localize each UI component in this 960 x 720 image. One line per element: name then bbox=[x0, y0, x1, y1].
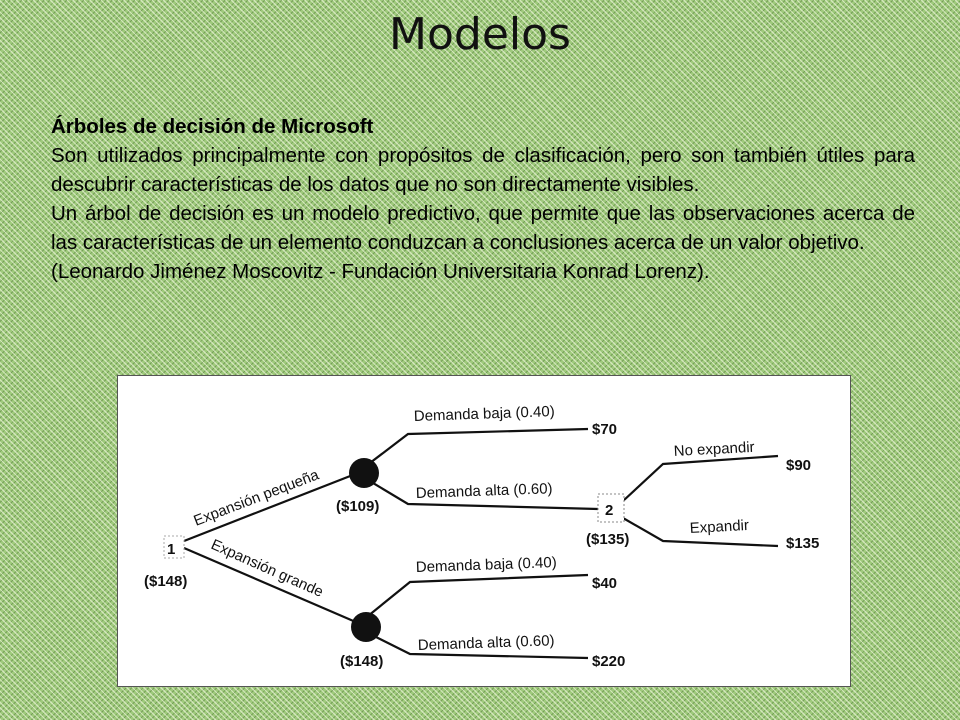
edge-root-small bbox=[183, 469, 364, 543]
edge-small-low bbox=[365, 427, 589, 467]
branch-label-large-expansion: Expansión grande bbox=[208, 536, 325, 601]
payoff-small-low: $70 bbox=[592, 421, 617, 438]
edge-no-expand bbox=[622, 454, 779, 502]
paragraph-citation: (Leonardo Jiménez Moscovitz - Fundación … bbox=[51, 260, 710, 283]
branch-label-large-low: Demanda baja (0.40) bbox=[416, 554, 557, 576]
chance-node-large bbox=[351, 612, 381, 642]
edge-root-large bbox=[183, 546, 366, 628]
branch-label-no-expand: No expandir bbox=[673, 439, 755, 460]
branch-label-small-high: Demanda alta (0.60) bbox=[416, 480, 553, 502]
small-node-value: ($109) bbox=[336, 498, 379, 515]
payoff-large-high: $220 bbox=[592, 653, 625, 670]
subheading: Árboles de decisión de Microsoft bbox=[51, 115, 374, 138]
decision-node-1-box bbox=[163, 535, 185, 559]
payoff-large-low: $40 bbox=[592, 575, 617, 592]
large-node-value: ($148) bbox=[340, 653, 383, 670]
decision-node-2-label: 2 bbox=[605, 502, 613, 519]
slide-title: Modelos bbox=[389, 9, 571, 60]
edge-small-high bbox=[367, 479, 599, 511]
edge-large-high bbox=[369, 633, 589, 660]
payoff-expand: $135 bbox=[786, 535, 819, 552]
decision-tree-diagram: 1 ($148) ($109) ($148) 2 ($135) Expansió… bbox=[117, 375, 851, 687]
edge-large-low bbox=[367, 573, 589, 617]
branch-label-expand: Expandir bbox=[689, 517, 749, 537]
branch-label-small-low: Demanda baja (0.40) bbox=[414, 403, 555, 425]
body-text: Árboles de decisión de Microsoft Son uti… bbox=[51, 112, 915, 286]
payoff-no-expand: $90 bbox=[786, 457, 811, 474]
decision-node-2-box bbox=[597, 493, 625, 523]
decision-node-2-value: ($135) bbox=[586, 531, 629, 548]
root-node-value: ($148) bbox=[144, 573, 187, 590]
chance-node-small bbox=[349, 458, 379, 488]
paragraph-definition: Son utilizados principalmente con propós… bbox=[51, 144, 915, 196]
edge-expand bbox=[622, 517, 779, 548]
branch-label-large-high: Demanda alta (0.60) bbox=[418, 632, 555, 654]
paragraph-predictive-model: Un árbol de decisión es un modelo predic… bbox=[51, 202, 915, 254]
branch-label-small-expansion: Expansión pequeña bbox=[191, 466, 322, 530]
decision-tree-svg: 1 ($148) ($109) ($148) 2 ($135) Expansió… bbox=[144, 403, 819, 670]
root-node-label: 1 bbox=[167, 541, 175, 558]
